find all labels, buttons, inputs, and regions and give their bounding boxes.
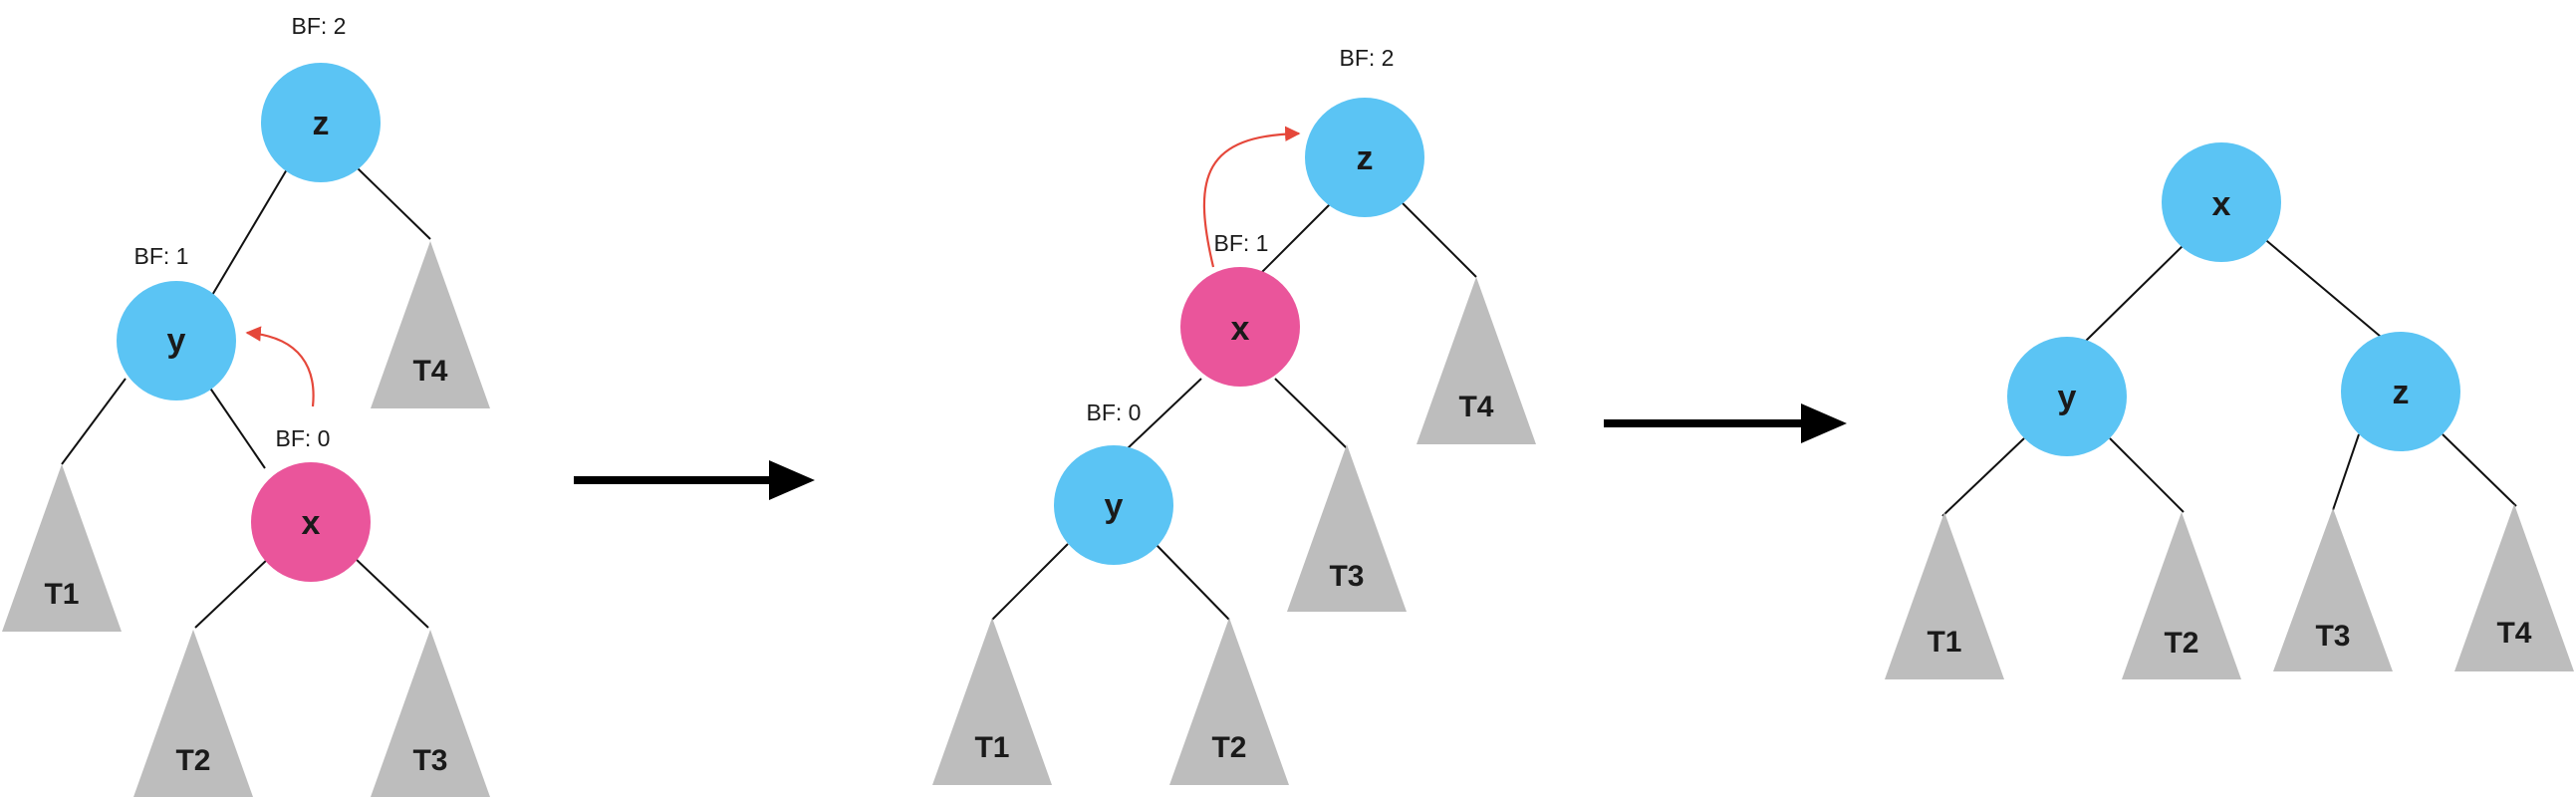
subtree-triangle [2273, 508, 2393, 671]
subtree-t3: T3 [1287, 444, 1407, 612]
subtree-label: T4 [412, 355, 447, 388]
node-z: z BF: 2 [261, 13, 381, 182]
subtree-triangle [1417, 277, 1536, 444]
edge-x-t3 [1274, 378, 1348, 449]
node-y: y [2007, 337, 2127, 456]
edge-x-t2 [194, 557, 270, 629]
edge-z-t4 [356, 166, 431, 240]
node-y: y BF: 0 [1054, 400, 1173, 565]
node-z: z BF: 2 [1305, 45, 1424, 217]
edge-z-t4 [2442, 433, 2517, 507]
node-label: y [167, 322, 186, 360]
diagram-1-unbalanced-tree: T4 T1 T2 T3 z BF: 2 y BF: 1 x BF: 0 [2, 13, 490, 797]
node-circle [2162, 142, 2281, 262]
transition-arrow-1 [574, 460, 815, 500]
edge-y-x [208, 386, 266, 469]
node-circle [251, 462, 371, 582]
subtree-label: T3 [2315, 620, 2350, 653]
balance-factor-label: BF: 1 [1214, 230, 1269, 256]
node-label: z [1357, 139, 1374, 177]
node-label: x [2212, 185, 2231, 223]
subtree-label: T4 [2496, 617, 2531, 650]
arrow-head [769, 460, 815, 500]
node-label: z [313, 105, 330, 142]
edge-z-y [210, 168, 288, 298]
node-circle [261, 63, 381, 182]
subtree-triangle [2122, 512, 2241, 679]
arrow-head [1801, 403, 1847, 443]
subtree-t4: T4 [2454, 504, 2574, 671]
subtree-triangle [371, 241, 490, 408]
transition-arrow-2 [1604, 403, 1847, 443]
node-x: x BF: 1 [1180, 230, 1300, 387]
node-label: x [1231, 310, 1250, 348]
subtree-triangle [1287, 444, 1407, 612]
subtree-label: T3 [1329, 560, 1364, 593]
node-circle [117, 281, 236, 400]
edge-y-t1 [991, 543, 1069, 621]
subtree-label: T3 [412, 744, 447, 777]
node-label: y [1105, 487, 1124, 525]
subtree-t1: T1 [2, 464, 122, 632]
edge-z-t4 [1402, 202, 1477, 278]
node-circle [2341, 332, 2460, 451]
subtree-t1: T1 [932, 618, 1052, 785]
node-circle [2007, 337, 2127, 456]
subtree-t3: T3 [2273, 508, 2393, 671]
subtree-label: T1 [44, 578, 79, 611]
node-label: y [2058, 379, 2077, 416]
balance-factor-label: BF: 1 [134, 243, 189, 269]
balance-factor-label: BF: 0 [1087, 400, 1142, 425]
subtree-triangle [2, 464, 122, 632]
diagram-2-after-left-rotation: T4 T3 T1 T2 z BF: 2 x BF: 1 y BF: 0 [932, 45, 1536, 785]
subtree-triangle [1169, 618, 1289, 785]
subtree-triangle [133, 630, 253, 797]
subtree-label: T1 [1927, 626, 1961, 659]
subtree-label: T1 [974, 731, 1009, 764]
node-circle [1180, 267, 1300, 387]
subtree-label: T2 [175, 744, 210, 777]
edge-x-y [1127, 378, 1202, 449]
edge-x-t3 [354, 557, 429, 629]
node-x: x BF: 0 [251, 425, 371, 582]
edge-y-t1 [1941, 437, 2025, 517]
subtree-label: T4 [1458, 391, 1493, 423]
edge-y-t1 [61, 378, 127, 465]
edge-z-t3 [2332, 433, 2360, 511]
subtree-t4: T4 [371, 241, 490, 408]
subtree-label: T2 [1211, 731, 1246, 764]
subtree-triangle [2454, 504, 2574, 671]
subtree-label: T2 [2164, 627, 2198, 660]
subtree-t2: T2 [2122, 512, 2241, 679]
rotation-curve-arrow [1202, 126, 1301, 268]
node-circle [1054, 445, 1173, 565]
diagram-3-balanced-tree: T1 T2 T3 T4 x y z [1885, 142, 2574, 679]
subtree-t3: T3 [371, 630, 490, 797]
node-label: x [302, 504, 321, 542]
node-label: z [2393, 374, 2410, 411]
subtree-t4: T4 [1417, 277, 1536, 444]
edge-x-y [2083, 242, 2187, 344]
balance-factor-label: BF: 2 [1340, 45, 1395, 71]
edge-y-t2 [2109, 437, 2185, 513]
subtree-t2: T2 [1169, 618, 1289, 785]
subtree-t1: T1 [1885, 512, 2004, 679]
subtree-triangle [371, 630, 490, 797]
node-circle [1305, 98, 1424, 217]
subtree-triangle [932, 618, 1052, 785]
node-y: y BF: 1 [117, 243, 236, 400]
subtree-t2: T2 [133, 630, 253, 797]
balance-factor-label: BF: 0 [276, 425, 331, 451]
node-x: x [2162, 142, 2281, 262]
rotation-curve-arrow [245, 326, 315, 407]
node-z: z [2341, 332, 2460, 451]
edge-y-t2 [1155, 543, 1230, 621]
edge-x-z [2254, 230, 2382, 338]
balance-factor-label: BF: 2 [292, 13, 347, 39]
subtree-triangle [1885, 512, 2004, 679]
edge-z-x [1260, 202, 1332, 274]
